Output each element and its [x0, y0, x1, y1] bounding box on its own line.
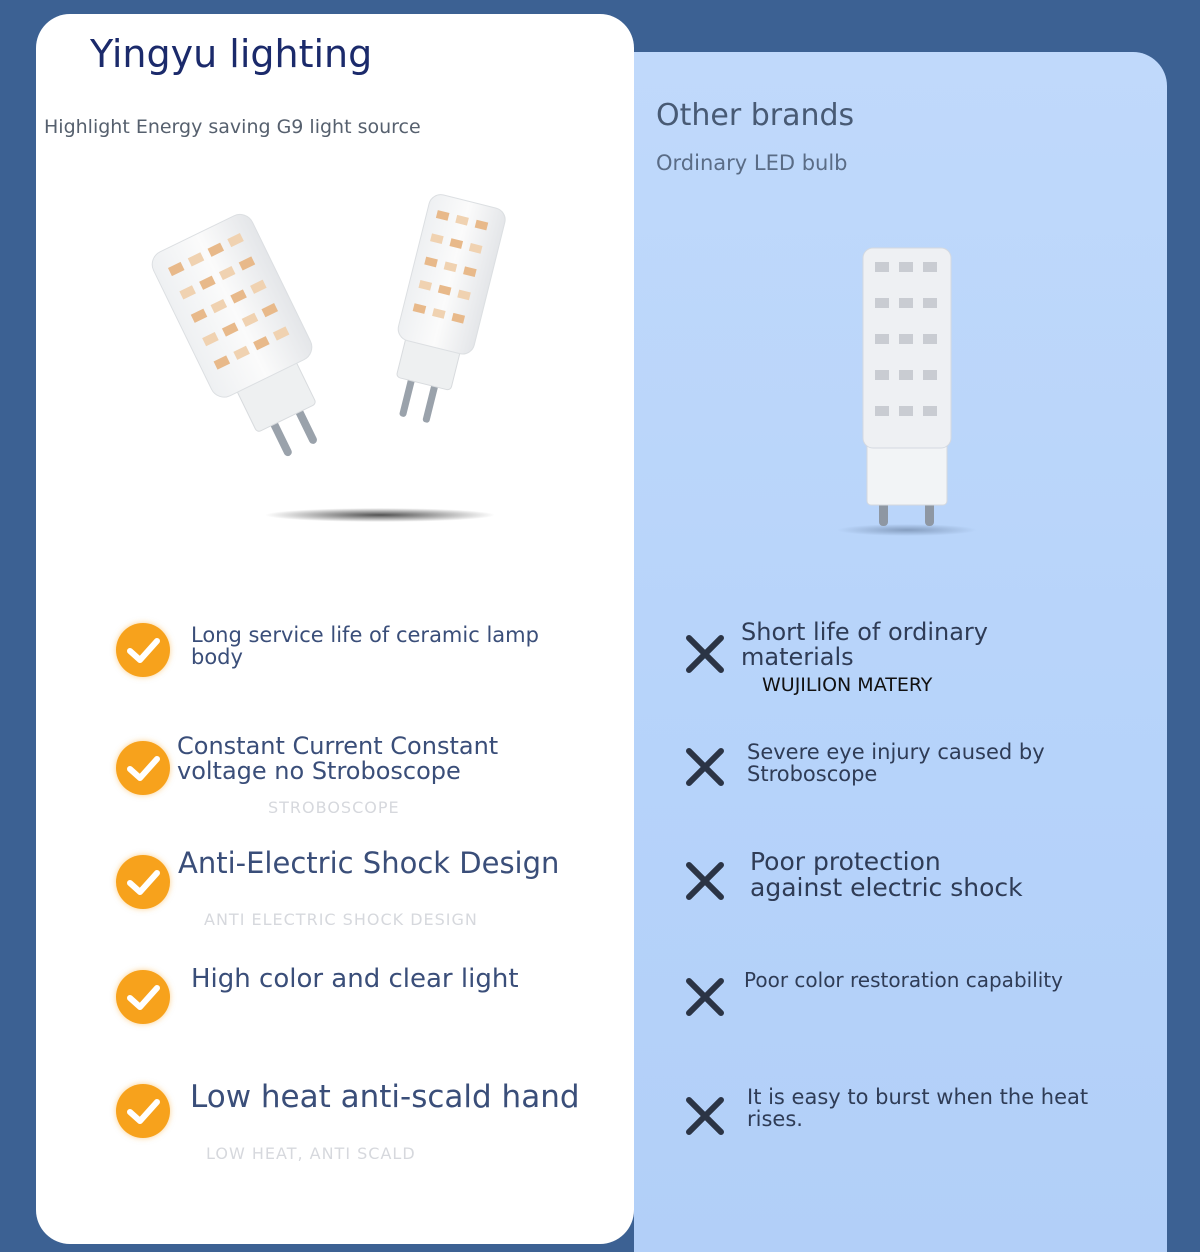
issue-item: It is easy to burst when the heat rises.: [747, 1086, 1088, 1130]
check-icon: [116, 1084, 170, 1138]
cross-icon: [684, 1095, 726, 1137]
feature-item: High color and clear light: [191, 964, 519, 994]
issue-line: materials: [741, 643, 854, 672]
check-icon: [116, 855, 170, 909]
issue-line: It is easy to burst when the heat: [747, 1085, 1089, 1109]
other-brands-subtitle: Ordinary LED bulb: [656, 151, 848, 175]
brand-title: Yingyu lighting: [90, 32, 373, 76]
issue-line: Poor protection: [750, 847, 941, 876]
ordinary-bulb-image: [837, 247, 977, 536]
feature-line: body: [191, 645, 243, 670]
issue-line: Stroboscope: [747, 762, 878, 787]
feature-caption: ANTI ELECTRIC SHOCK DESIGN: [204, 910, 478, 929]
issue-item: Poor protection against electric shock: [750, 847, 1023, 903]
cross-icon: [684, 976, 726, 1018]
issue-item: Poor color restoration capability: [744, 970, 1063, 991]
feature-line: voltage no Stroboscope: [177, 757, 461, 786]
feature-item: Constant Current Constant voltage no Str…: [177, 732, 499, 786]
feature-line: Constant Current Constant: [177, 732, 499, 760]
cross-icon: [684, 746, 726, 788]
feature-line: Low heat anti-scald hand: [190, 1079, 580, 1115]
cross-icon: [684, 633, 726, 675]
feature-caption: LOW HEAT, ANTI SCALD: [206, 1144, 416, 1163]
issue-item: Short life of ordinary materials: [741, 618, 988, 672]
check-icon: [116, 623, 170, 677]
brand-subtitle: Highlight Energy saving G9 light source: [44, 116, 421, 138]
feature-item: Low heat anti-scald hand: [190, 1081, 580, 1114]
feature-caption: STROBOSCOPE: [268, 798, 400, 817]
issue-item: Severe eye injury caused by Stroboscope: [747, 741, 1045, 785]
yingyu-bulbs-image: [151, 194, 506, 522]
issue-line: Short life of ordinary: [741, 618, 988, 646]
feature-line: Long service life of ceramic lamp: [191, 623, 539, 647]
feature-item: Long service life of ceramic lamp body: [191, 624, 539, 668]
feature-line: High color and clear light: [191, 964, 519, 994]
issue-note: WUJILION MATERY: [762, 674, 933, 696]
feature-line: Anti-Electric Shock Design: [178, 846, 560, 880]
check-icon: [116, 970, 170, 1024]
issue-line: against electric shock: [750, 873, 1023, 903]
feature-item: Anti-Electric Shock Design: [178, 846, 560, 880]
issue-line: Poor color restoration capability: [744, 968, 1063, 992]
other-brands-title: Other brands: [656, 98, 855, 133]
check-icon: [116, 741, 170, 795]
issue-line: rises.: [747, 1107, 803, 1132]
issue-line: Severe eye injury caused by: [747, 740, 1045, 764]
cross-icon: [684, 860, 726, 902]
